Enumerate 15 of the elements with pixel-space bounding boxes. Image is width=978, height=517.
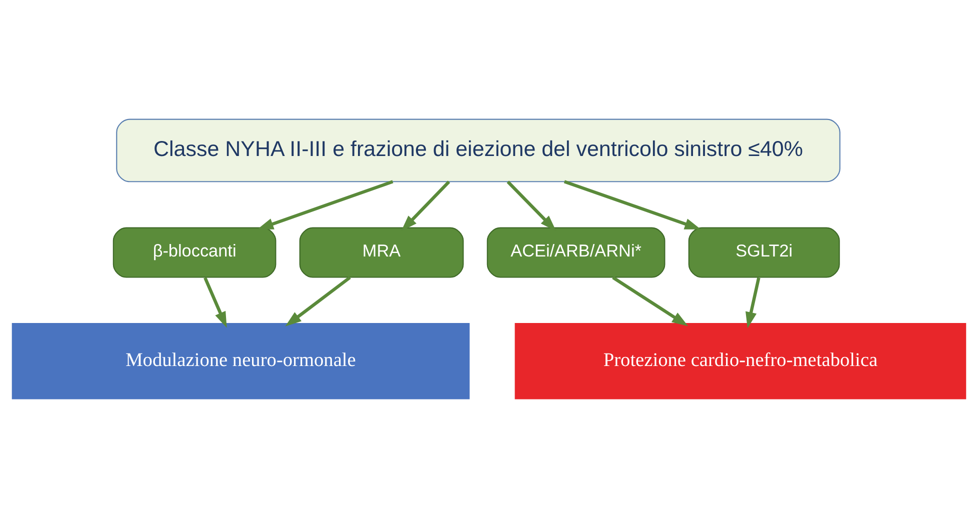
arrow <box>564 180 701 229</box>
node-box: SGLT2i <box>688 226 840 278</box>
arrow <box>612 276 688 326</box>
node-box: Classe NYHA II-III e frazione di eiezione del ventricolo sinistro ≤40% <box>116 118 840 182</box>
arrow <box>257 180 394 229</box>
node-box: ACEi/ARB/ARNi* <box>486 226 666 278</box>
node-box: β-bloccanti <box>112 226 276 278</box>
node-box: Protezione cardio-nefro-metabolica <box>514 322 966 399</box>
node-box: Modulazione neuro-ormonale <box>12 322 470 399</box>
arrow <box>746 276 760 328</box>
arrow <box>401 180 450 231</box>
arrow <box>506 180 556 231</box>
arrow <box>285 276 351 326</box>
arrow <box>204 276 227 328</box>
node-box: MRA <box>299 226 464 278</box>
